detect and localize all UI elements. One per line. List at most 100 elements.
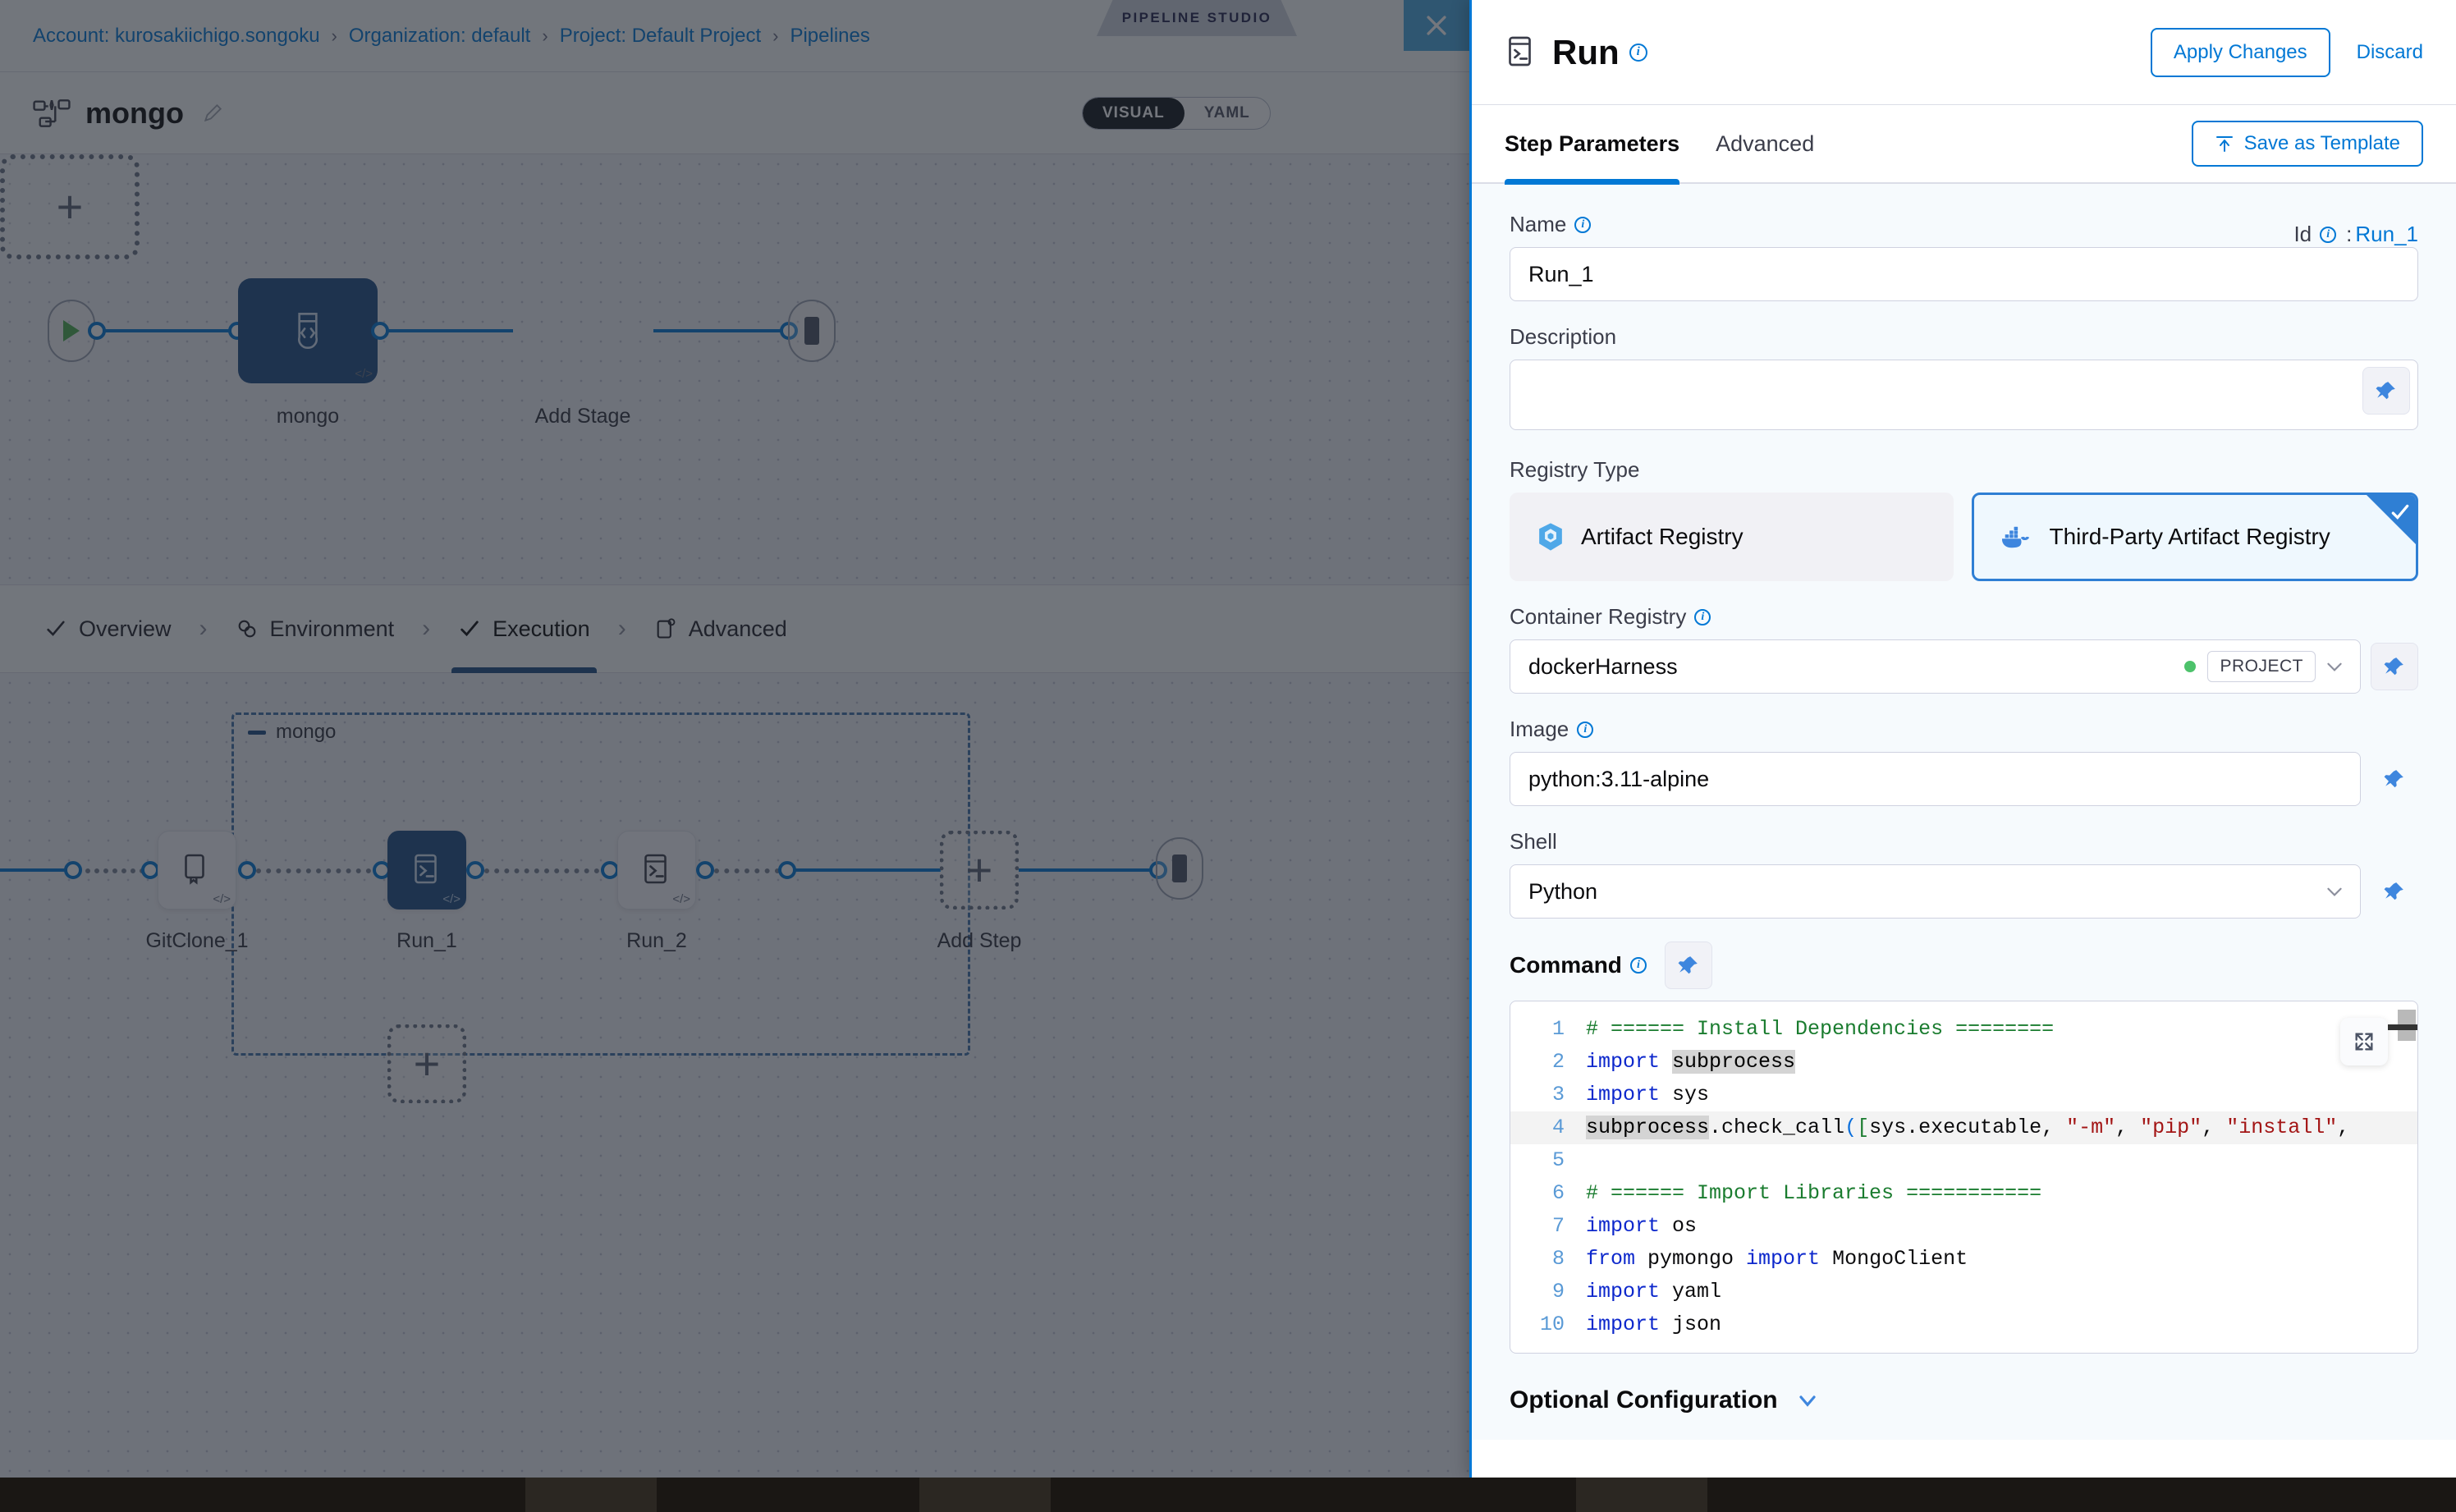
stage-node-mongo[interactable]: </> (238, 278, 378, 383)
command-code-editor[interactable]: 1 # ====== Install Dependencies ========2… (1510, 1001, 2418, 1354)
code-line-number: 1 (1551, 1017, 1565, 1041)
pin-icon (1678, 956, 1698, 974)
breadcrumb-item-account[interactable]: Account: kurosakiichigo.songoku (33, 24, 320, 47)
editor-vertical-scrollbar[interactable] (2398, 1003, 2416, 1351)
shell-select[interactable]: Python (1510, 864, 2361, 919)
breadcrumb-item-project[interactable]: Project: Default Project (559, 24, 762, 47)
step-node-run-2[interactable]: </> (617, 831, 696, 909)
breadcrumb-item-organization[interactable]: Organization: default (348, 24, 531, 47)
registry-option-third-party-artifact-registry[interactable]: Third-Party Artifact Registry (1971, 493, 2418, 581)
pencil-icon[interactable] (202, 103, 223, 124)
expand-editor-button[interactable] (2340, 1018, 2388, 1065)
code-token: subprocess (1586, 1116, 1710, 1139)
check-icon (47, 621, 65, 636)
code-token: ( (1844, 1116, 1858, 1139)
view-mode-toggle[interactable]: VISUAL YAML (1082, 97, 1271, 130)
stage-code-badge: </> (355, 367, 373, 381)
name-label: Name (1510, 212, 1567, 236)
code-lines[interactable]: 1 # ====== Install Dependencies ========2… (1510, 1001, 2417, 1341)
step-group-label[interactable]: mongo (248, 721, 336, 744)
step-node-gitclone-1[interactable]: </> (158, 831, 236, 909)
terminal-icon (1509, 36, 1531, 66)
code-token: , (2115, 1116, 2141, 1139)
close-button[interactable] (1404, 0, 1469, 51)
name-input[interactable] (1510, 247, 2418, 301)
view-toggle-yaml[interactable]: YAML (1203, 104, 1250, 121)
add-step-button[interactable]: + (940, 831, 1019, 909)
info-icon[interactable]: i (1629, 43, 1647, 62)
command-pin-button[interactable] (1664, 942, 1712, 989)
apply-changes-button[interactable]: Apply Changes (2150, 27, 2330, 77)
command-label: Command (1510, 952, 1622, 978)
add-stage-button[interactable]: + (0, 154, 140, 259)
container-registry-pin-button[interactable] (2371, 643, 2418, 690)
code-token: "install" (2226, 1116, 2338, 1139)
info-icon[interactable]: i (2320, 226, 2337, 243)
add-stage-label: Add Stage (534, 405, 631, 428)
taskbar-item[interactable] (919, 1478, 1051, 1512)
page-title: mongo (85, 95, 184, 130)
container-registry-label: Container Registry (1510, 604, 1687, 629)
container-registry-label-wrap: Container Registry i (1510, 604, 2418, 630)
container-registry-select[interactable]: dockerHarness PROJECT (1510, 639, 2361, 694)
code-token: import (1586, 1313, 1661, 1336)
image-pin-button[interactable] (2371, 755, 2418, 803)
drawer-tabs: Step Parameters Advanced Save as Templat… (1472, 104, 2456, 185)
info-icon[interactable]: i (1574, 216, 1592, 233)
view-toggle-visual[interactable]: VISUAL (1083, 98, 1184, 129)
taskbar-item[interactable] (525, 1478, 657, 1512)
os-taskbar (0, 1478, 2456, 1512)
step-label-run-1: Run_1 (396, 929, 457, 952)
step-node-run-1[interactable]: </> (387, 831, 466, 909)
info-icon[interactable]: i (1694, 608, 1711, 625)
code-line[interactable]: 6# ====== Import Libraries =========== (1510, 1177, 2417, 1210)
drawer-body[interactable]: Name i Id i : Run_1 Description (1472, 184, 2456, 1440)
drawer-title: Run (1552, 32, 1620, 71)
pipeline-studio-tab[interactable]: PIPELINE STUDIO (1097, 0, 1297, 36)
info-icon[interactable]: i (1577, 721, 1594, 738)
stepnav-item-advanced[interactable]: Advanced (648, 584, 794, 673)
taskbar-item[interactable] (1576, 1478, 1707, 1512)
code-line[interactable]: 5 (1510, 1144, 2417, 1177)
chevron-down-icon[interactable] (2324, 656, 2345, 677)
stepnav-item-environment[interactable]: Environment (229, 584, 401, 673)
pipeline-end-node[interactable] (788, 300, 836, 362)
code-line-text: import sys (1586, 1079, 2417, 1111)
execution-end-node[interactable] (1156, 837, 1203, 900)
image-input[interactable] (1510, 752, 2361, 806)
graph-edge (103, 329, 235, 332)
step-code-badge: </> (442, 892, 460, 906)
registry-type-label: Registry Type (1510, 457, 1640, 482)
shell-pin-button[interactable] (2371, 868, 2418, 915)
description-pin-button[interactable] (2362, 367, 2410, 415)
registry-option-artifact-registry[interactable]: Artifact Registry (1510, 493, 1954, 581)
code-line-number: 10 (1539, 1313, 1565, 1336)
info-icon[interactable]: i (1629, 957, 1647, 974)
step-group-name: mongo (276, 721, 337, 743)
add-parallel-step-button[interactable]: + (387, 1024, 466, 1103)
discard-button[interactable]: Discard (2356, 40, 2423, 63)
description-textarea[interactable] (1510, 360, 2418, 430)
code-line-text: # ====== Install Dependencies ======== (1586, 1013, 2417, 1046)
tab-advanced[interactable]: Advanced (1716, 131, 1815, 156)
docker-icon (2001, 526, 2029, 548)
chevron-down-icon[interactable] (2324, 881, 2345, 902)
id-label: Id (2293, 222, 2312, 246)
ci-stage-icon (298, 313, 318, 349)
stepnav-item-overview[interactable]: Overview (38, 584, 178, 673)
code-token: os (1660, 1214, 1698, 1238)
save-as-template-button[interactable]: Save as Template (2191, 121, 2423, 167)
tab-step-parameters[interactable]: Step Parameters (1505, 104, 1680, 185)
execution-canvas[interactable]: mongo </> (0, 673, 1469, 1512)
optional-configuration-toggle[interactable]: Optional Configuration (1510, 1386, 2418, 1414)
stepnav-item-execution[interactable]: Execution (451, 584, 597, 673)
breadcrumb-item-pipelines[interactable]: Pipelines (790, 24, 870, 47)
code-line[interactable]: 1 # ====== Install Dependencies ======== (1510, 1013, 2417, 1046)
